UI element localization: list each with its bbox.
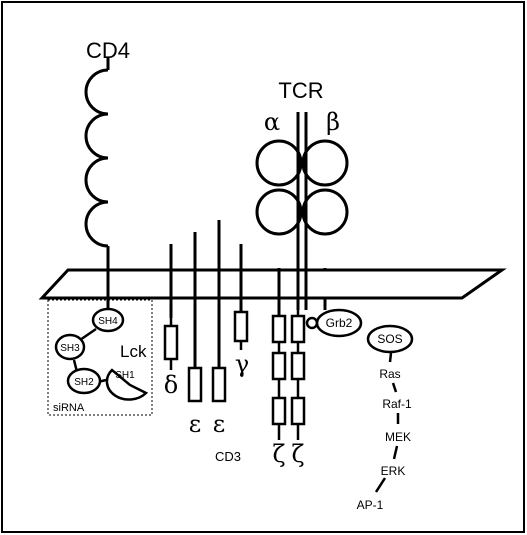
sos-label: SOS	[377, 332, 402, 346]
tcr-label: TCR	[278, 78, 323, 103]
epsilon-label-2: ε	[213, 410, 225, 438]
lck-label: Lck	[120, 342, 147, 361]
zeta-label-1: ζ	[272, 440, 285, 468]
delta-label: δ	[164, 371, 178, 399]
sh4-label: SH4	[98, 316, 118, 327]
sh2-label: SH2	[74, 377, 94, 388]
ras-label: Ras	[379, 367, 400, 381]
alpha-label: α	[264, 108, 280, 136]
raf1-label: Raf-1	[382, 397, 412, 411]
beta-label: β	[326, 108, 340, 136]
gamma-label: γ	[235, 350, 249, 378]
zeta-label-2: ζ	[291, 440, 304, 468]
grb2-label: Grb2	[326, 316, 353, 330]
epsilon-label-1: ε	[189, 410, 201, 438]
erk-label: ERK	[381, 464, 406, 478]
sirna-label: siRNA	[53, 402, 85, 414]
cd3-label: CD3	[215, 449, 241, 464]
sh3-label: SH3	[60, 343, 80, 354]
cell-membrane	[42, 270, 502, 298]
ap1-label: AP-1	[357, 498, 384, 512]
mek-label: MEK	[385, 430, 411, 444]
sh1-label: SH1	[115, 370, 135, 381]
cd4-label: CD4	[86, 38, 130, 63]
